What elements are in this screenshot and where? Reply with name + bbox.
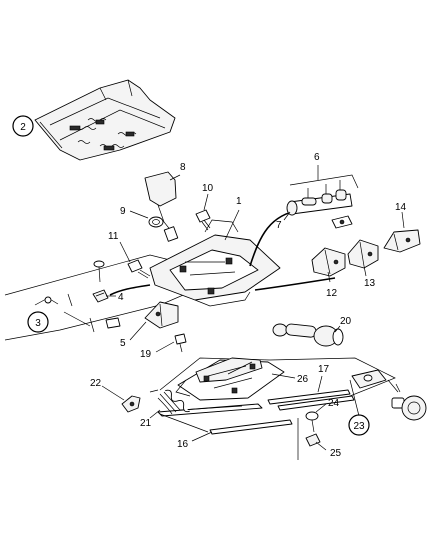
seat-track-assembly bbox=[159, 357, 396, 401]
svg-text:22: 22 bbox=[90, 378, 102, 389]
callout-25 bbox=[315, 441, 327, 451]
callout-11: 11 bbox=[108, 231, 131, 263]
callout-8: 8 bbox=[169, 162, 186, 181]
svg-text:4: 4 bbox=[118, 292, 124, 303]
clip-4 bbox=[92, 289, 109, 303]
svg-text:19: 19 bbox=[140, 349, 152, 360]
adjuster-handle-23 bbox=[349, 369, 427, 421]
bushing bbox=[148, 216, 164, 228]
svg-text:5: 5 bbox=[120, 338, 126, 349]
callout-16: 16 bbox=[191, 431, 213, 442]
trim-cover-13 bbox=[347, 239, 379, 269]
spring-damper-20 bbox=[272, 323, 344, 347]
callout-16-text: 16 bbox=[177, 439, 189, 450]
svg-text:11: 11 bbox=[108, 231, 119, 242]
screw-24 bbox=[305, 411, 319, 433]
svg-text:12: 12 bbox=[326, 288, 338, 299]
callout-20: 20 bbox=[334, 316, 352, 333]
callout-4: 4 bbox=[106, 292, 124, 303]
callout-17-text: 17 bbox=[318, 364, 330, 375]
coil-spring-21 bbox=[149, 389, 190, 415]
belt-buckle bbox=[144, 171, 179, 242]
latch-22 bbox=[121, 395, 141, 413]
trim-cover-12 bbox=[311, 247, 346, 277]
slide-rail-16 bbox=[157, 403, 299, 460]
bracket-assembly-6 bbox=[286, 174, 359, 229]
callout-6: 6 bbox=[314, 152, 320, 180]
svg-text:13: 13 bbox=[364, 278, 376, 289]
seat-cushion-frame bbox=[34, 79, 176, 161]
callout-24: 25 bbox=[315, 403, 327, 413]
callout-22: 22 bbox=[90, 378, 125, 401]
trim-cover-14 bbox=[383, 229, 421, 253]
svg-text:21: 21 bbox=[140, 418, 152, 429]
svg-text:23: 23 bbox=[353, 421, 365, 432]
svg-text:7: 7 bbox=[276, 220, 282, 231]
callout-2: 2 bbox=[12, 115, 34, 137]
callout-1: 1 bbox=[224, 196, 242, 241]
callout-3: 3 bbox=[27, 311, 49, 333]
rail-strip-17 bbox=[267, 389, 355, 411]
callout-23: 23 bbox=[348, 414, 370, 436]
side-cover-5 bbox=[144, 301, 179, 329]
svg-text:26: 26 bbox=[297, 374, 309, 385]
screw-small bbox=[93, 260, 105, 283]
bolt-11 bbox=[127, 259, 151, 279]
callout-13: 13 bbox=[363, 265, 376, 289]
svg-text:2: 2 bbox=[20, 122, 26, 133]
svg-text:1: 1 bbox=[236, 196, 242, 207]
bolt-19 bbox=[174, 333, 187, 353]
callout-17: 17 17 bbox=[317, 375, 323, 393]
nut-25 bbox=[305, 433, 321, 447]
svg-text:3: 3 bbox=[35, 318, 41, 329]
svg-text:9: 9 bbox=[120, 206, 126, 217]
svg-text:20: 20 bbox=[340, 316, 352, 327]
callout-10: 10 bbox=[202, 183, 214, 211]
callout-19: 19 bbox=[140, 341, 175, 360]
callout-5: 5 bbox=[120, 321, 147, 349]
callout-9: 9 bbox=[120, 206, 149, 219]
bolt-10 bbox=[195, 209, 211, 231]
callout-21: 21 bbox=[140, 409, 161, 429]
svg-text:14: 14 bbox=[395, 202, 407, 213]
callout-14: 14 bbox=[395, 202, 407, 229]
svg-text:8: 8 bbox=[180, 162, 186, 173]
callout-26: 26 bbox=[271, 373, 309, 385]
callout-12: 12 bbox=[326, 271, 338, 299]
svg-text:6: 6 bbox=[314, 152, 320, 163]
svg-text:10: 10 bbox=[202, 183, 214, 194]
callout-7: 7 bbox=[276, 211, 291, 231]
callout-25-text: 25 bbox=[330, 448, 342, 459]
release-lever-left bbox=[34, 293, 121, 333]
callout-24-text: 24 bbox=[328, 398, 340, 409]
